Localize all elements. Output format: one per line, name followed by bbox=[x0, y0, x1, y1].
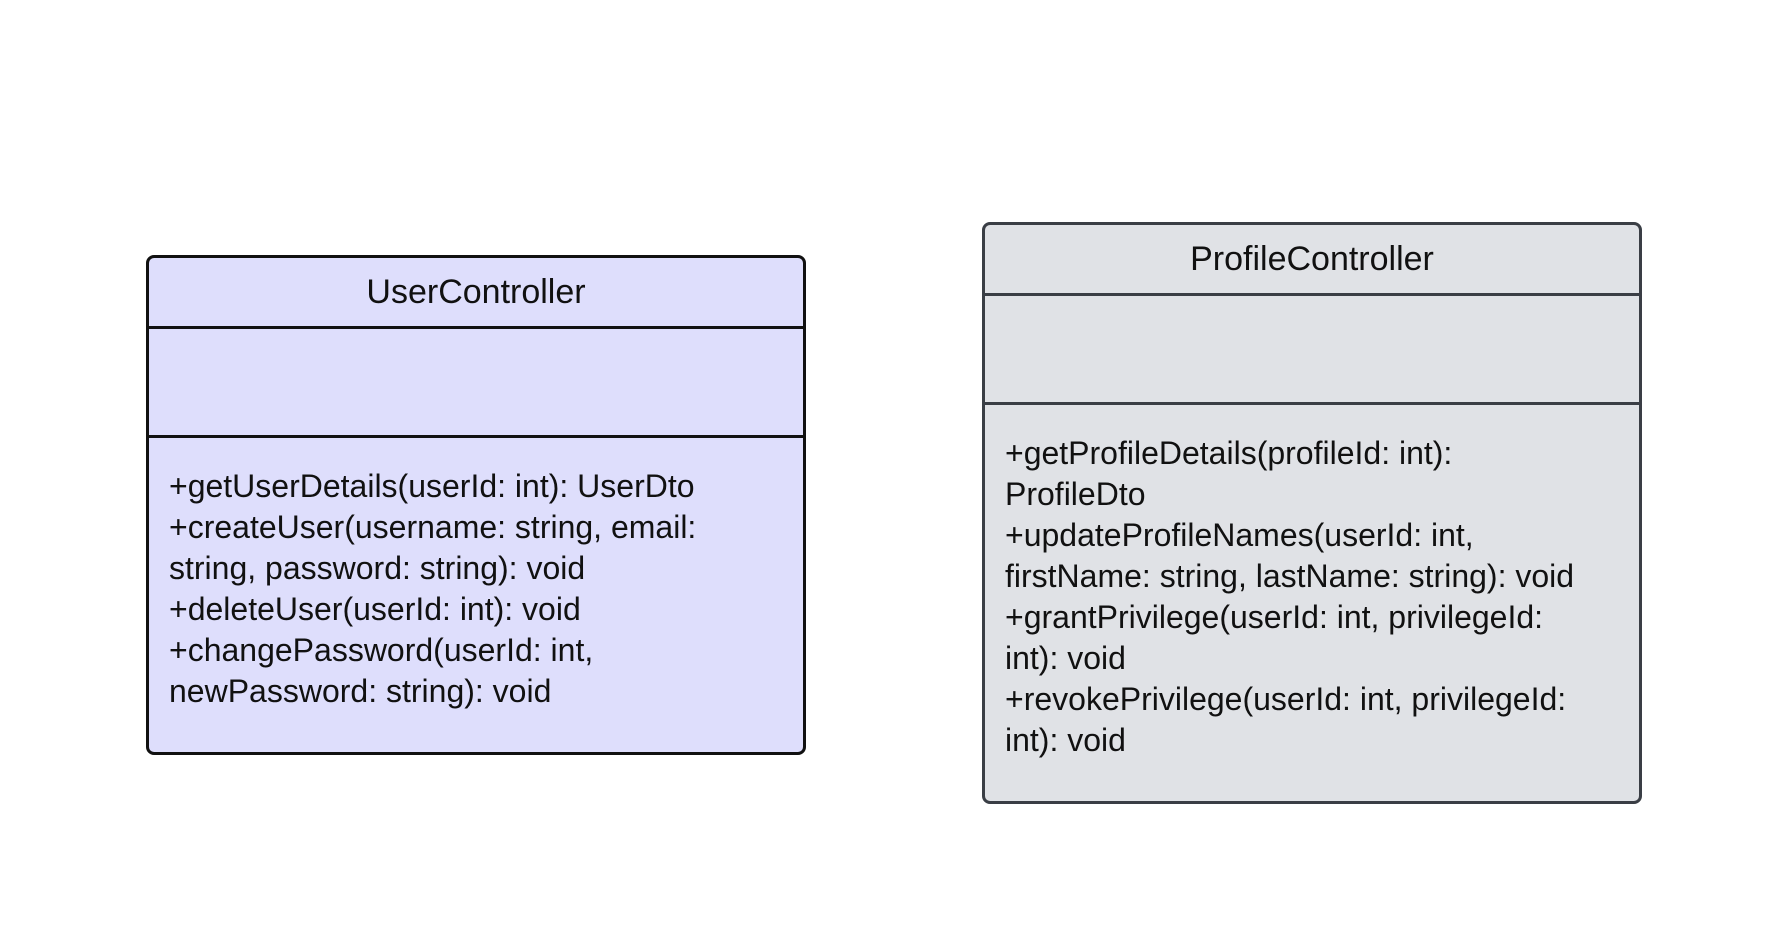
profile-controller-title: ProfileController bbox=[1190, 239, 1434, 278]
profile-controller-class[interactable]: ProfileController +getProfileDetails(pro… bbox=[982, 222, 1642, 804]
method-line: newPassword: string): void bbox=[169, 673, 552, 709]
method-line: firstName: string, lastName: string): vo… bbox=[1005, 558, 1575, 594]
profile-controller-methods: +getProfileDetails(profileId: int): Prof… bbox=[985, 405, 1639, 761]
method-line: +grantPrivilege(userId: int, privilegeId… bbox=[1005, 599, 1544, 635]
user-controller-title: UserController bbox=[366, 272, 586, 311]
method-line: +getProfileDetails(profileId: int): bbox=[1005, 435, 1453, 471]
method-line: +deleteUser(userId: int): void bbox=[169, 591, 581, 627]
method-line: +updateProfileNames(userId: int, bbox=[1005, 517, 1474, 553]
user-controller-attributes bbox=[149, 326, 803, 438]
method-line: string, password: string): void bbox=[169, 550, 586, 586]
method-line: ProfileDto bbox=[1005, 476, 1146, 512]
method-line: +changePassword(userId: int, bbox=[169, 632, 594, 668]
profile-controller-attributes bbox=[985, 293, 1639, 405]
user-controller-methods: +getUserDetails(userId: int): UserDto +c… bbox=[149, 438, 803, 712]
method-line: int): void bbox=[1005, 722, 1126, 758]
method-line: +getUserDetails(userId: int): UserDto bbox=[169, 468, 695, 504]
user-controller-class[interactable]: UserController +getUserDetails(userId: i… bbox=[146, 255, 806, 755]
method-line: int): void bbox=[1005, 640, 1126, 676]
method-line: +createUser(username: string, email: bbox=[169, 509, 697, 545]
method-line: +revokePrivilege(userId: int, privilegeI… bbox=[1005, 681, 1567, 717]
